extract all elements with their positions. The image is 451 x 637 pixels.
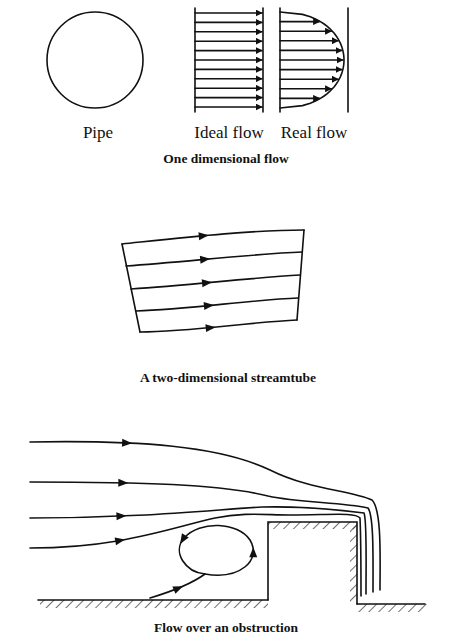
velocity-arrow [280, 98, 319, 100]
part-label: Pipe [83, 123, 113, 143]
flow-arrowhead [205, 323, 216, 332]
flow-arrowhead [200, 255, 211, 264]
ground-line [357, 603, 425, 605]
velocity-arrow [195, 40, 262, 42]
velocity-arrow [280, 30, 331, 32]
velocity-arrow [195, 31, 262, 33]
flow-arrowhead [118, 479, 128, 487]
velocity-arrow [280, 88, 331, 90]
streamline [136, 298, 298, 311]
velocity-arrow [195, 50, 262, 52]
eddy [179, 525, 253, 575]
streamline [140, 320, 297, 332]
streamline [30, 507, 366, 594]
part-label: Ideal flow [194, 123, 263, 143]
velocity-arrow [280, 40, 338, 42]
real-wall [347, 8, 349, 112]
flow-arrowhead [116, 512, 126, 520]
flow-arrowhead [122, 439, 132, 447]
velocity-arrow [280, 21, 319, 23]
ground-line [38, 599, 268, 601]
velocity-arrow [195, 97, 262, 99]
real-flow-arrows [280, 12, 344, 108]
streamtube [122, 230, 304, 332]
obstruction-block [268, 522, 357, 604]
eddy-inflow [150, 574, 205, 598]
velocity-arrow [280, 69, 342, 71]
ideal-flow-arrows [195, 13, 262, 107]
streamline [30, 442, 380, 590]
velocity-arrow [195, 106, 262, 108]
obstruction-flow [30, 442, 427, 612]
velocity-arrow [195, 22, 262, 24]
flow-arrowhead [249, 547, 257, 557]
velocity-arrow [280, 50, 342, 52]
velocity-arrow [195, 59, 262, 61]
flow-arrowhead [202, 278, 213, 287]
velocity-arrow [280, 59, 343, 61]
velocity-arrow [195, 12, 262, 14]
velocity-profile [280, 12, 344, 108]
velocity-arrow [280, 78, 338, 80]
velocity-arrow [195, 87, 262, 89]
pipe-circle [47, 12, 143, 108]
velocity-arrow [195, 78, 262, 80]
streamline [131, 275, 300, 289]
caption-text: Flow over an obstruction [154, 620, 298, 636]
part-label: Real flow [281, 123, 348, 143]
flow-arrowhead [172, 583, 184, 594]
streamline [122, 230, 304, 244]
flow-arrowhead [177, 533, 189, 546]
streamline [30, 514, 361, 596]
flow-arrowhead [204, 301, 215, 310]
streamline [126, 252, 302, 266]
caption-text: One dimensional flow [163, 151, 288, 167]
flow-arrowhead [198, 231, 209, 240]
caption-text: A two-dimensional streamtube [140, 370, 316, 386]
velocity-arrow [195, 69, 262, 71]
flow-arrowhead [115, 536, 126, 546]
